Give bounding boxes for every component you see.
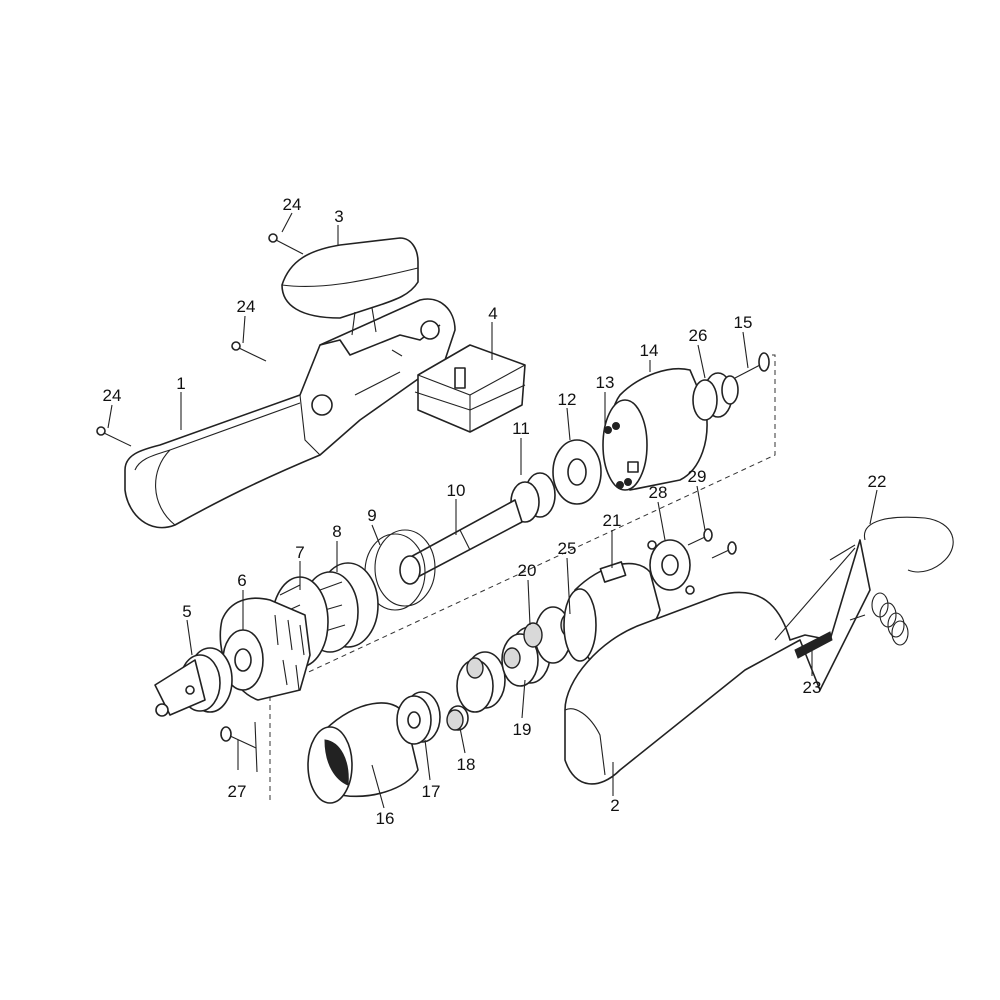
wire-clip-22 (863, 516, 954, 573)
switch-block (414, 344, 526, 433)
armature-shaft (404, 499, 523, 581)
assembly-guide-line (269, 354, 776, 800)
label-part-4: 4 (488, 304, 497, 323)
label-part-12: 12 (558, 390, 577, 409)
label-part-11: 11 (512, 419, 530, 438)
label-part-29: 29 (688, 467, 707, 486)
label-part-9: 9 (367, 506, 376, 525)
label-part-25: 25 (558, 539, 577, 558)
label-part-18: 18 (457, 755, 476, 774)
label-part-20: 20 (518, 561, 537, 580)
label-part-6: 6 (237, 571, 246, 590)
brush-plate-28 (647, 539, 695, 595)
label-part-8: 8 (332, 522, 341, 541)
label-part-3: 3 (334, 207, 343, 226)
label-part-13: 13 (596, 373, 615, 392)
label-part-24-top: 24 (283, 195, 302, 214)
chuck-collar-6 (219, 597, 311, 701)
label-part-24-middle: 24 (237, 297, 256, 316)
screw-24-top (268, 233, 304, 255)
gear-18 (446, 705, 469, 731)
gear-sleeve-16 (307, 702, 419, 804)
label-part-22: 22 (868, 472, 887, 491)
housing-half-upper (124, 298, 456, 529)
screw-29 (687, 528, 737, 559)
label-part-15: 15 (734, 313, 753, 332)
label-part-28: 28 (649, 483, 668, 502)
label-part-1: 1 (176, 374, 185, 393)
washer-12 (552, 439, 602, 505)
end-bushing (692, 372, 739, 421)
label-part-23: 23 (803, 678, 822, 697)
cord-spring-23 (849, 592, 909, 646)
chuck-key-27 (220, 721, 258, 773)
screw-24-left (96, 426, 132, 447)
leader-lines (107, 212, 878, 809)
label-part-19: 19 (513, 720, 532, 739)
label-part-5: 5 (182, 602, 191, 621)
label-part-17: 17 (422, 782, 441, 801)
label-part-24-left: 24 (103, 386, 122, 405)
label-part-2: 2 (610, 796, 619, 815)
motor-can (602, 368, 708, 491)
housing-half-lower (564, 539, 871, 785)
screw-24-middle (231, 341, 267, 362)
label-part-21: 21 (603, 511, 622, 530)
screw-15 (734, 352, 770, 379)
label-part-16: 16 (376, 809, 395, 828)
label-part-26: 26 (689, 326, 708, 345)
disc-17 (396, 691, 441, 745)
label-part-14: 14 (640, 341, 659, 360)
label-part-10: 10 (447, 481, 466, 500)
switch-cover (281, 237, 419, 336)
label-part-7: 7 (295, 543, 304, 562)
label-part-27: 27 (228, 782, 247, 801)
drill-chuck-5 (154, 647, 233, 717)
